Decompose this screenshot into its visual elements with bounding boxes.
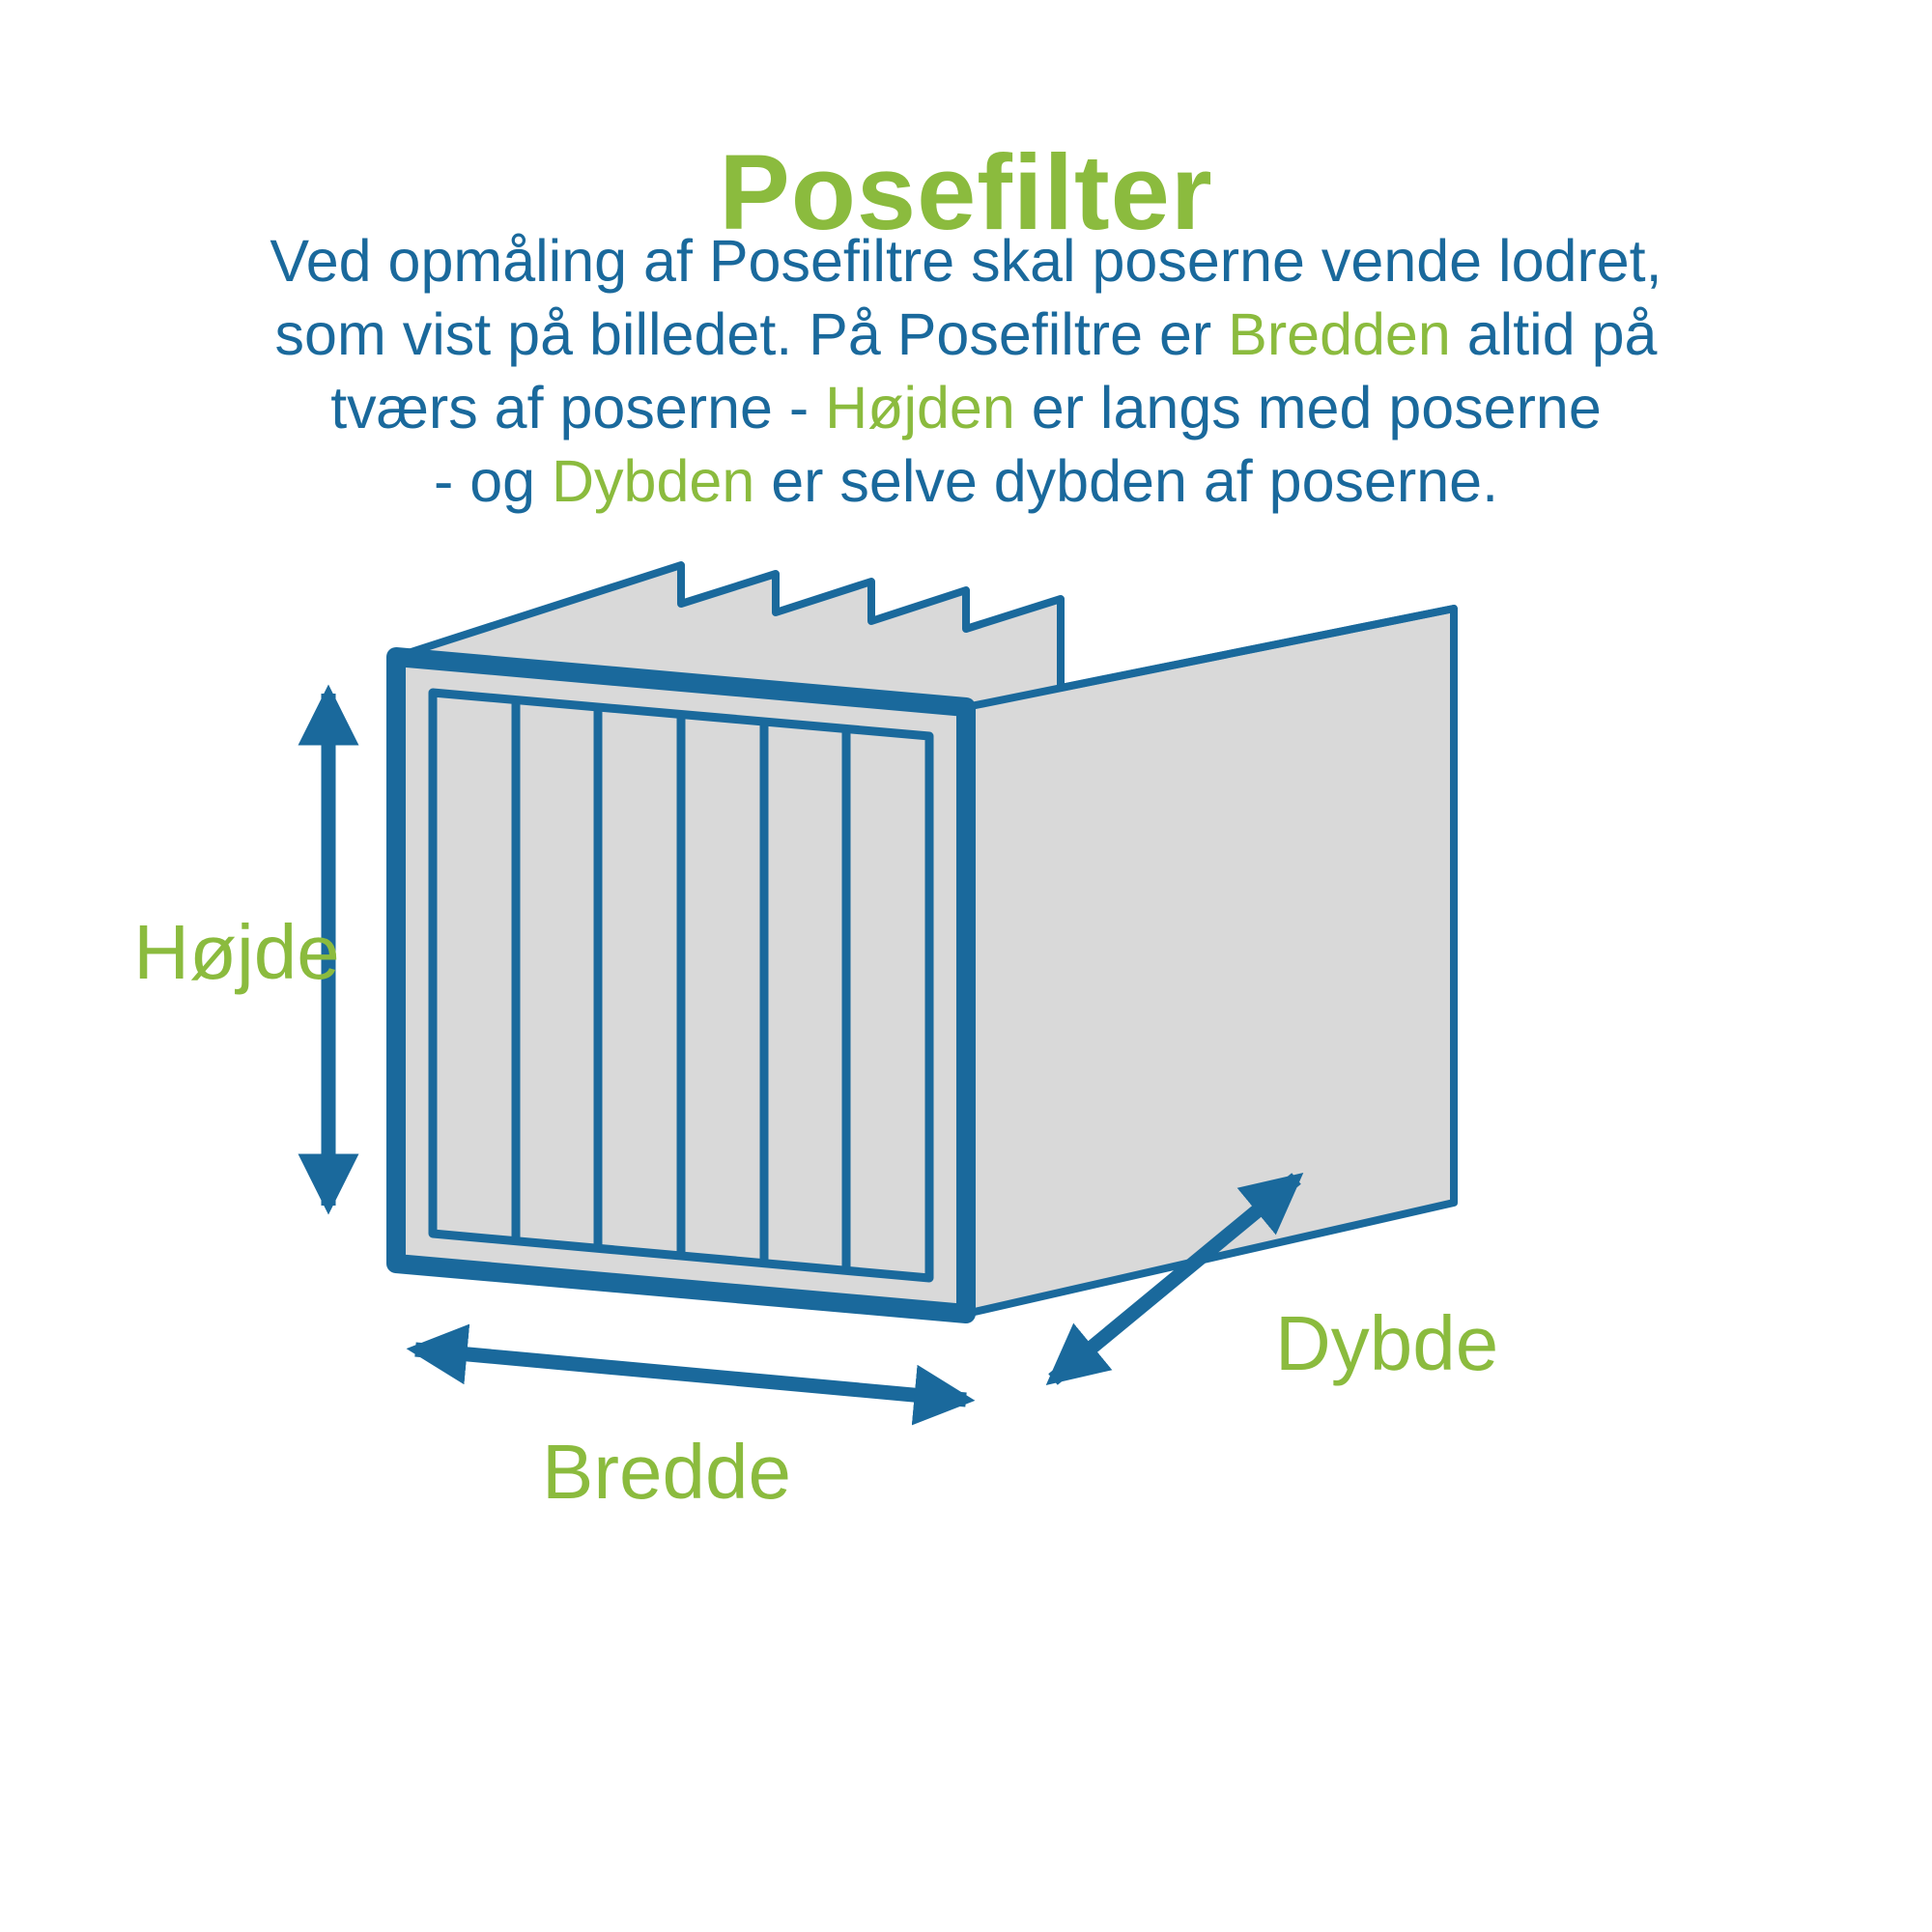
depth-arrow [1045,1172,1304,1386]
intro-paragraph: Ved opmåling af Posefiltre skal poserne … [58,224,1874,518]
paragraph-segment: tværs af poserne - [330,375,826,440]
width-label: Bredde [542,1429,791,1515]
panel-top-edge [962,605,1458,711]
width-arrow [406,1323,976,1426]
paragraph-line: Ved opmåling af Posefiltre skal poserne … [58,224,1874,298]
paragraph-segment: altid på [1450,301,1658,367]
paragraph-line: tværs af poserne - Højden er langs med p… [58,371,1874,444]
paragraph-segment: er selve dybden af poserne. [754,448,1499,514]
paragraph-segment-bredden: Bredden [1228,301,1451,367]
depth-label: Dybde [1275,1300,1499,1386]
page-title: Posefilter [719,132,1213,252]
paragraph-segment-dybden: Dybden [552,448,755,514]
paragraph-segment: Ved opmåling af Posefiltre skal poserne … [270,228,1662,294]
paragraph-line: som vist på billedet. På Posefiltre er B… [58,298,1874,371]
paragraph-segment-hojden: Højden [825,375,1015,440]
paragraph-segment: - og [433,448,552,514]
paragraph-segment: er langs med poserne [1014,375,1602,440]
height-label: Højde [133,909,340,995]
paragraph-line: - og Dybden er selve dybden af poserne. [58,444,1874,518]
paragraph-segment: som vist på billedet. På Posefiltre er [274,301,1229,367]
